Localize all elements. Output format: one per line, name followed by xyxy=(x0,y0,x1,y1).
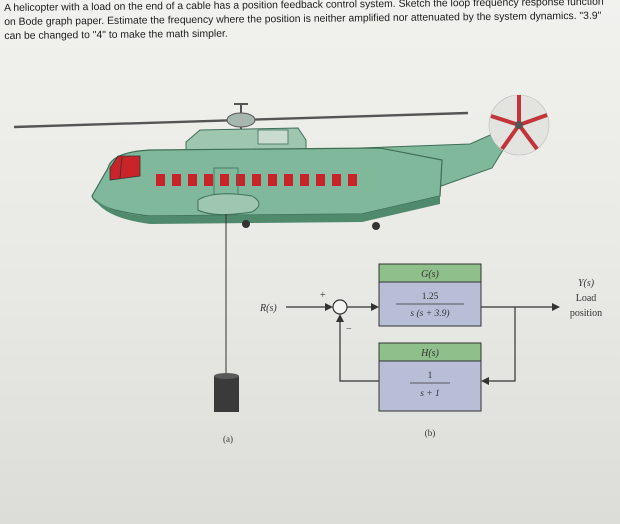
summing-junction xyxy=(332,299,348,315)
input-label: R(s) xyxy=(259,303,277,314)
feedback-numerator: 1 xyxy=(428,371,433,381)
label-b: (b) xyxy=(425,428,436,438)
suspended-load xyxy=(214,376,239,412)
cabin-windows xyxy=(156,174,357,186)
tail-rotor xyxy=(488,94,550,156)
load-top xyxy=(214,373,239,379)
feedback-denominator: s + 1 xyxy=(420,389,440,399)
cockpit-window xyxy=(109,155,141,181)
helicopter-illustration xyxy=(13,94,550,412)
sponson xyxy=(197,193,260,216)
engine-intake xyxy=(257,129,289,145)
forward-block: G(s) 1.25 s (s + 3.9) xyxy=(378,263,482,327)
feedback-block: H(s) 1 s + 1 xyxy=(378,342,482,412)
forward-numerator: 1.25 xyxy=(422,292,439,302)
feedback-arrowhead-in xyxy=(481,377,489,385)
fuselage xyxy=(91,147,443,217)
output-arrowhead xyxy=(552,303,560,311)
plus-sign: + xyxy=(320,290,326,301)
fuselage-belly xyxy=(94,196,440,224)
feedback-block-title: H(s) xyxy=(420,348,439,359)
forward-block-title: G(s) xyxy=(421,269,439,280)
output-symbol: Y(s) xyxy=(578,278,595,289)
landing-wheel-main xyxy=(242,220,250,228)
block-diagram xyxy=(286,299,560,385)
feedback-path-left xyxy=(339,322,379,382)
rotor-hub xyxy=(226,112,256,128)
feedback-arrowhead-up xyxy=(336,314,344,322)
label-a: (a) xyxy=(223,434,233,444)
forward-arrowhead xyxy=(371,303,379,311)
output-label-line1: Load xyxy=(576,293,597,304)
minus-sign: − xyxy=(346,324,352,335)
landing-wheel-rear xyxy=(372,222,380,230)
cockpit-frame xyxy=(119,156,123,179)
feedback-path-right xyxy=(489,307,516,382)
output-label-line2: position xyxy=(570,308,602,319)
input-arrowhead xyxy=(325,303,333,311)
forward-denominator: s (s + 3.9) xyxy=(410,308,449,319)
